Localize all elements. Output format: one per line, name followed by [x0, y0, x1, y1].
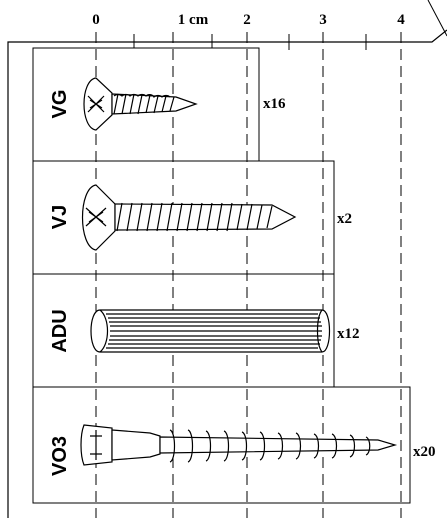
part-code-vo3: VO3: [49, 436, 71, 476]
part-quantity-vj: x2: [337, 211, 352, 227]
outer-frame: [7, 29, 447, 518]
ruler-label-3: 3: [319, 12, 327, 28]
wooden-dowel-icon: [90, 309, 331, 353]
confirmat-screw-icon: [80, 424, 398, 466]
frame-corner-stroke: [427, 0, 447, 37]
part-quantity-vo3: x20: [413, 444, 436, 460]
part-quantity-vg: x16: [263, 96, 286, 112]
countersunk-wood-screw-short-icon: [83, 77, 198, 131]
part-code-adu: ADU: [49, 309, 71, 352]
ruler-label-4: 4: [397, 12, 405, 28]
ruler-label-2: 2: [243, 12, 251, 28]
ruler-guide-lines: [95, 32, 402, 518]
part-code-vj: VJ: [49, 205, 71, 229]
part-code-vg: VG: [49, 90, 71, 119]
countersunk-wood-screw-long-icon: [81, 184, 297, 251]
part-quantity-adu: x12: [337, 326, 360, 342]
ruler-minor-ticks: [133, 34, 367, 50]
ruler-label-1cm: 1 cm: [178, 12, 209, 28]
ruler-label-0: 0: [92, 12, 100, 28]
